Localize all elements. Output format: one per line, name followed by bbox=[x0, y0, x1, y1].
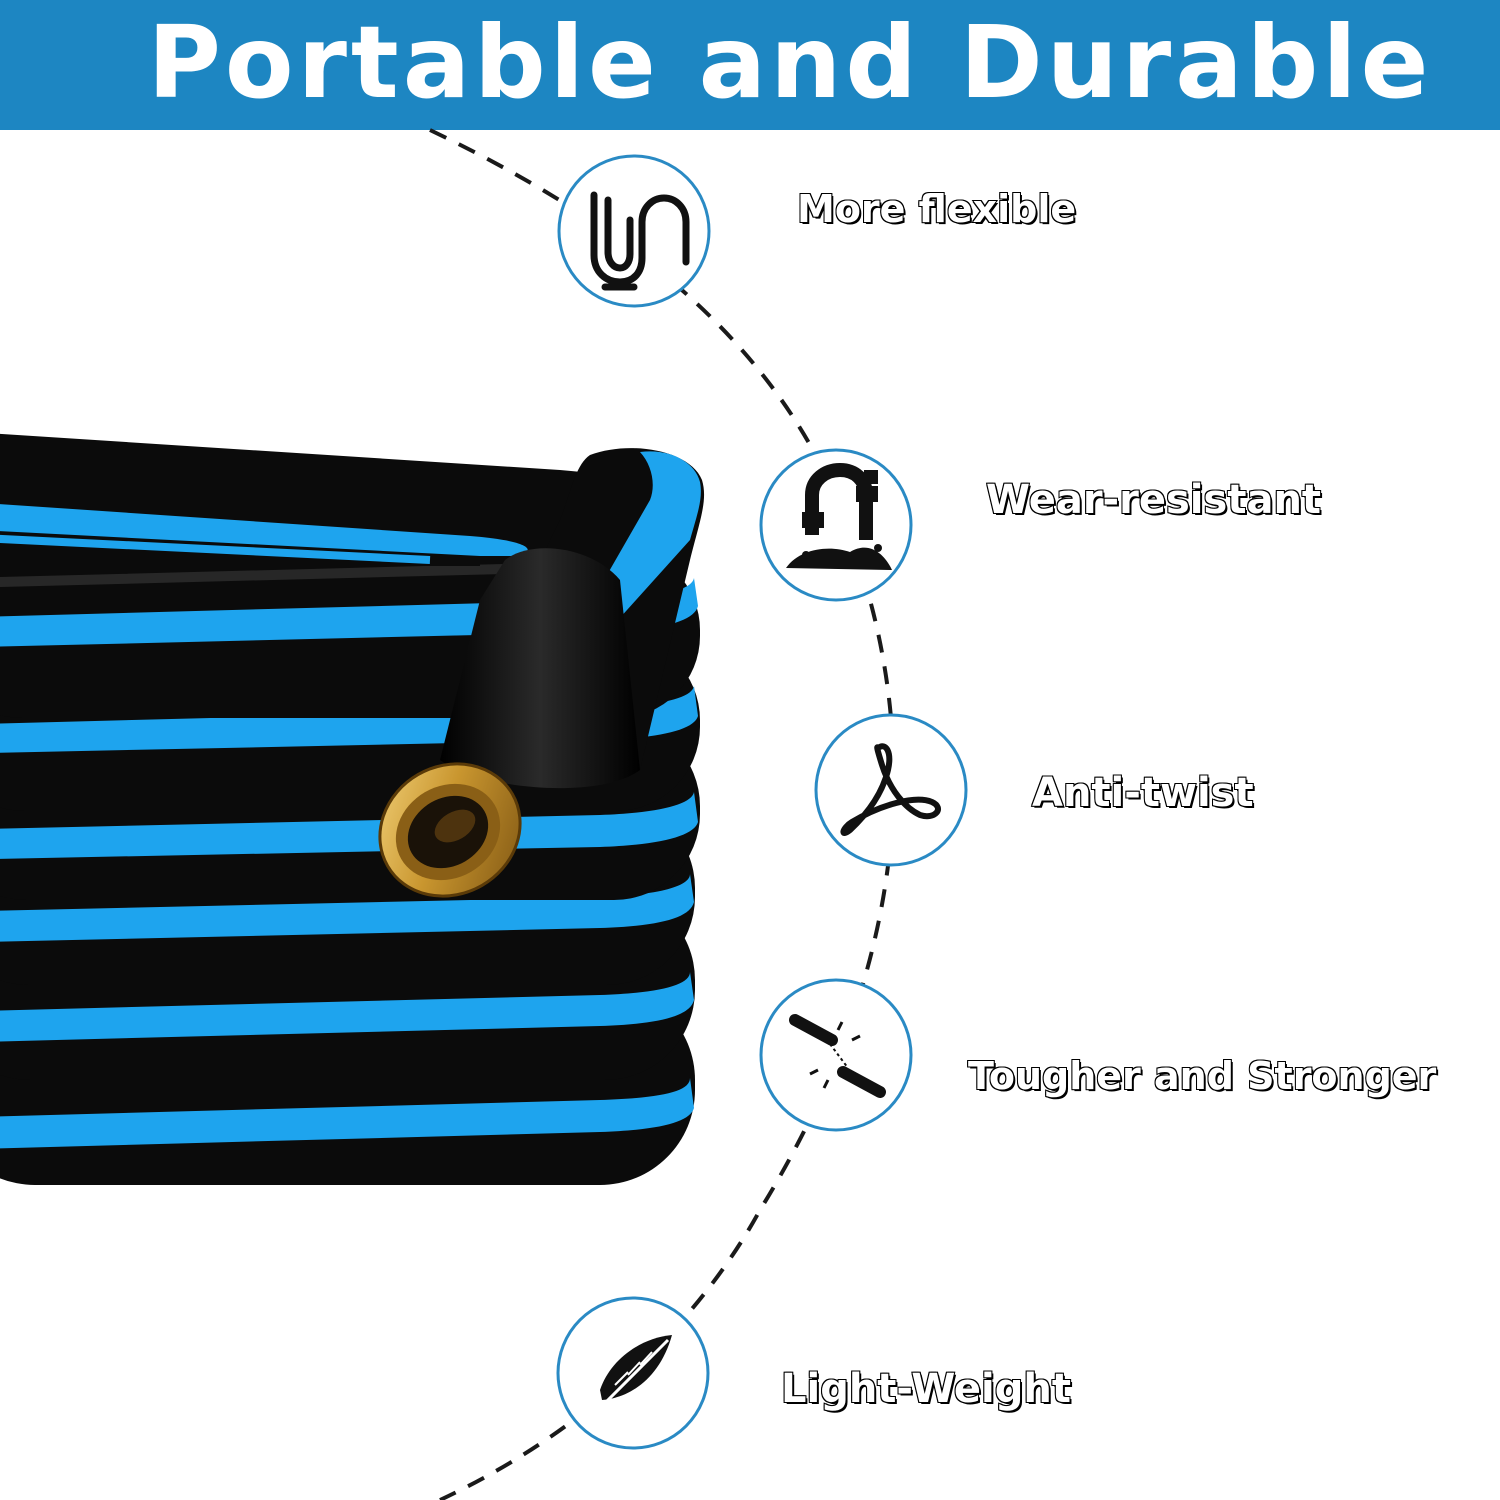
header-band bbox=[0, 0, 1500, 130]
feature-label-wear-resistant: Wear-resistant bbox=[985, 477, 1322, 523]
hose-top-coil bbox=[0, 433, 690, 566]
flexible-pipe-icon bbox=[590, 191, 690, 291]
feature-label-anti-twist: Anti-twist bbox=[1031, 770, 1255, 816]
feature-label-tougher-stronger: Tougher and Stronger bbox=[967, 1054, 1437, 1098]
icon-ring-4 bbox=[759, 978, 913, 1132]
feature-label-light-weight: Light-Weight bbox=[780, 1366, 1072, 1412]
anti-twist-icon bbox=[840, 743, 941, 836]
headline: Portable and Durable bbox=[147, 4, 1433, 121]
brass-fitting bbox=[378, 762, 522, 898]
hose-end bbox=[440, 448, 705, 789]
strong-fiber-icon bbox=[789, 1014, 886, 1098]
feather-icon bbox=[596, 1335, 672, 1412]
feature-label-flexible: More flexible bbox=[796, 187, 1077, 231]
wear-pipe-icon bbox=[786, 462, 892, 570]
